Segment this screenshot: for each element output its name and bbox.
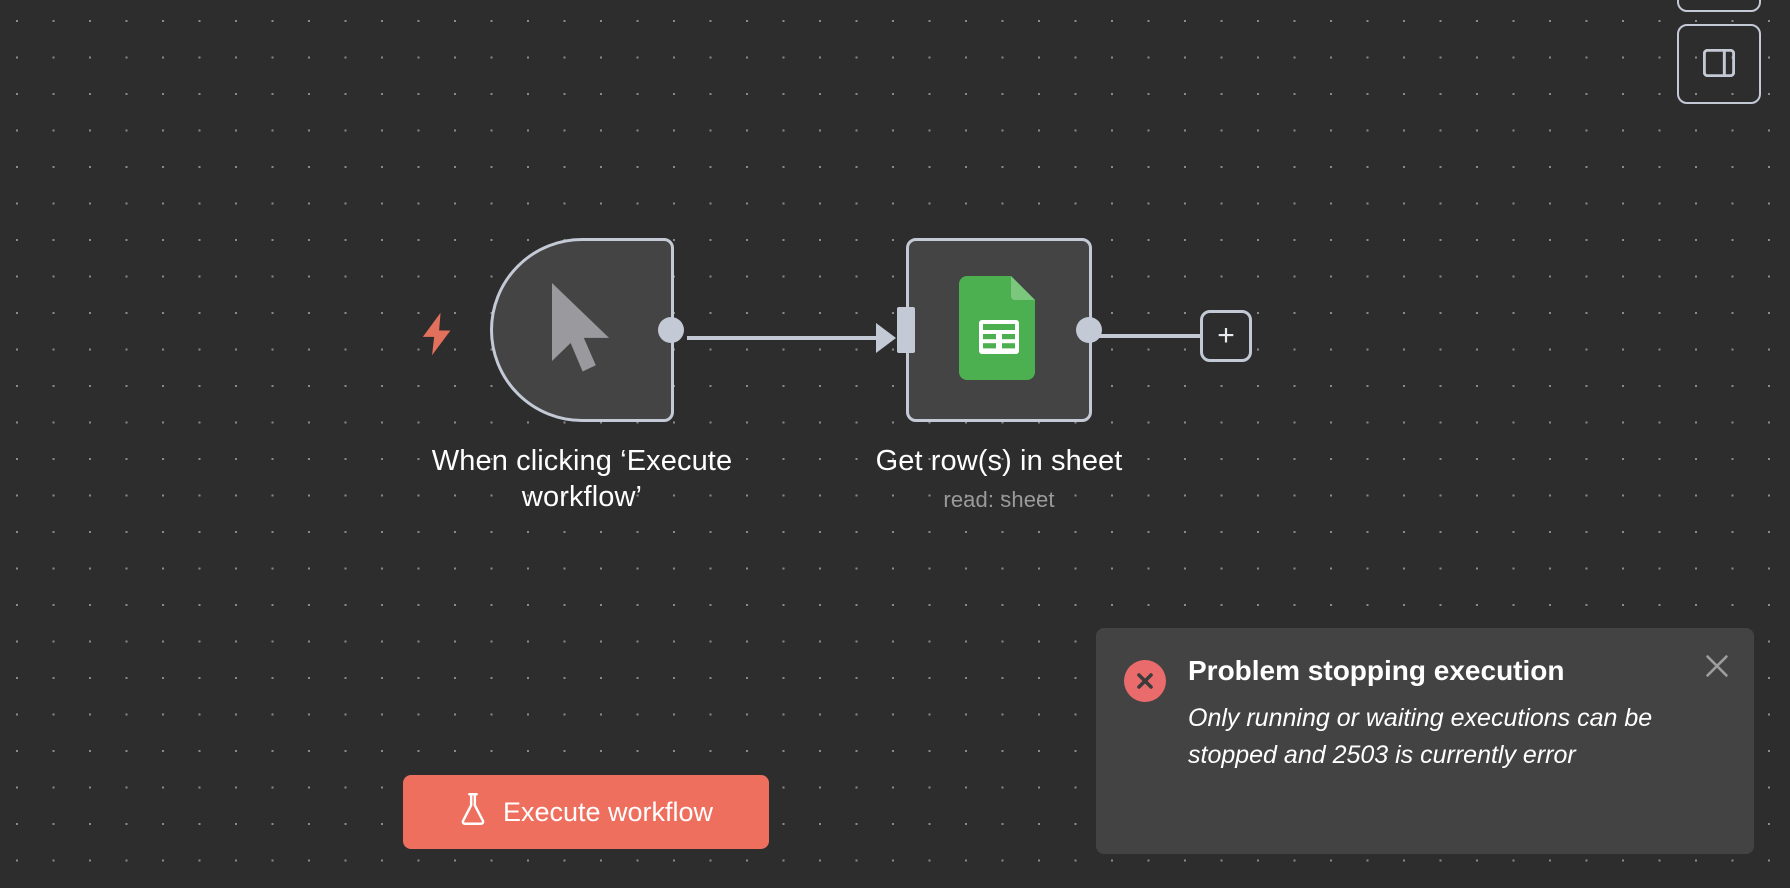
toast-notification: Problem stopping execution Only running … [1096,628,1754,854]
toast-close-button[interactable] [1700,650,1734,684]
error-circle-x-icon [1124,660,1166,702]
toast-body: Problem stopping execution Only running … [1188,654,1726,834]
cursor-pointer-icon [543,280,621,381]
node-label-manual-trigger: When clicking ‘Execute workflow’ [382,444,782,516]
add-node-button[interactable]: + [1200,310,1252,362]
google-sheets-icon [958,275,1040,385]
toast-message: Only running or waiting executions can b… [1188,703,1653,769]
close-icon [1704,653,1730,682]
panel-layout-icon [1702,48,1736,80]
execute-workflow-button[interactable]: Execute workflow [403,775,769,849]
node-manual-trigger[interactable] [490,238,684,422]
flask-icon [459,792,487,832]
node-title: Get row(s) in sheet [875,445,1123,477]
connection-arrow-icon [876,323,896,353]
input-port[interactable] [897,307,915,353]
output-port[interactable] [658,317,684,343]
node-subtitle: read: sheet [943,486,1055,512]
output-port[interactable] [1076,317,1102,343]
partial-top-button[interactable] [1677,0,1761,12]
execute-workflow-label: Execute workflow [502,796,714,827]
output-stub-line [1090,334,1202,338]
toast-title: Problem stopping execution [1188,655,1565,686]
trigger-bolt-icon [420,312,454,361]
connection-line[interactable] [687,336,883,340]
node-google-sheets[interactable] [897,238,1102,422]
node-title: When clicking ‘Execute workflow’ [431,445,733,513]
panel-toggle-button[interactable] [1677,24,1761,104]
node-label-google-sheets: Get row(s) in sheet read: sheet [799,444,1199,513]
